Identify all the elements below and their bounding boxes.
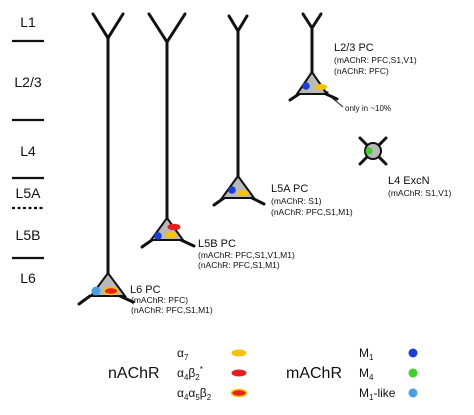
cell-title-l5b: L5B PC (198, 238, 236, 250)
neuron-l6-pc (77, 12, 135, 306)
soma (364, 142, 382, 160)
cell-line-l6-2: (nAChR: PFC,S1,M1) (131, 305, 213, 315)
receptor-a7 (237, 190, 249, 196)
note-arrow (324, 91, 344, 108)
cell-line-l5b-1: (mAChR: PFC,S1,V1,M1) (198, 250, 295, 260)
legend-item-a4b2: α4β2* (177, 365, 203, 382)
note-arrowhead (323, 90, 329, 95)
legend-swatch-a7 (231, 349, 247, 357)
soma (220, 174, 256, 199)
cell-title-l23: L2/3 PC (334, 42, 374, 54)
neuron-l5b-pc (140, 12, 196, 249)
receptor-a7 (315, 84, 327, 90)
neuron-l5a-pc (212, 14, 266, 207)
legend-nachr: nAChR α7 α4β2* α4α5β2 (108, 346, 248, 402)
apical-dendrite (227, 14, 249, 34)
apical-dendrite (301, 12, 323, 31)
legend-title-nachr: nAChR (108, 365, 160, 382)
layer-boundaries (12, 39, 44, 260)
receptor-a4a5b2 (103, 286, 119, 296)
legend-item-m4: M4 (359, 366, 374, 382)
legend-item-m1-like: M1-like (359, 386, 396, 402)
cell-title-l4: L4 ExcN (388, 175, 430, 187)
cell-line-l23-1: (mAChR: PFC,S1,V1) (334, 55, 417, 65)
legend-swatch-m1-like (408, 388, 418, 398)
note-only-10pct: only in ~10% (345, 104, 391, 113)
receptor-a4b2 (167, 223, 181, 231)
basal-dendrite-left (77, 294, 92, 306)
neuron-l4-excn (358, 136, 388, 166)
soma (295, 70, 329, 95)
layer-label-l6: L6 (20, 270, 36, 286)
receptor-m4 (365, 147, 373, 155)
cell-line-l5b-2: (nAChR: PFC,S1,M1) (198, 260, 280, 270)
legend-machr: mAChR M1 M4 M1-like (286, 346, 418, 402)
basal-dendrite-left (140, 238, 154, 249)
receptor-m1-like (91, 286, 101, 296)
layer-label-l5a: L5A (16, 185, 42, 201)
legend-item-a7: α7 (177, 346, 189, 362)
cell-line-l23-2: (nAChR: PFC) (334, 66, 389, 76)
layer-labels: L1 L2/3 L4 L5A L5B L6 (14, 14, 41, 286)
receptor-m1 (302, 82, 310, 90)
legend-swatch-a4b2 (231, 369, 247, 377)
legend-swatch-m1 (408, 348, 418, 358)
apical-dendrite (147, 12, 187, 45)
cell-title-l5a: L5A PC (271, 183, 308, 195)
legend-swatch-a4a5b2 (230, 388, 248, 398)
legend-title-machr: mAChR (286, 365, 342, 382)
legend-item-m1: M1 (359, 346, 374, 362)
receptor-a7 (165, 232, 177, 238)
receptor-m1 (228, 186, 236, 194)
layer-label-l4: L4 (20, 143, 36, 159)
legend-swatch-m4 (408, 368, 418, 378)
basal-dendrite-left (212, 196, 226, 207)
cell-line-l4-1: (mAChR: S1,V1) (388, 188, 451, 198)
receptor-m1 (154, 232, 162, 240)
layer-label-l23: L2/3 (14, 74, 41, 90)
legend-item-a4a5b2: α4α5β2 (177, 386, 212, 402)
neuron-l23-pc (288, 12, 339, 102)
apical-dendrite (91, 12, 125, 41)
layer-label-l1: L1 (20, 14, 36, 30)
cell-line-l5a-1: (mAChR: S1) (271, 196, 322, 206)
cell-line-l5a-2: (nAChR: PFC,S1,M1) (271, 207, 353, 217)
cell-title-l6: L6 PC (130, 284, 161, 296)
cell-line-l6-1: (mAChR: PFC) (131, 295, 188, 305)
layer-label-l5b: L5B (16, 227, 41, 243)
